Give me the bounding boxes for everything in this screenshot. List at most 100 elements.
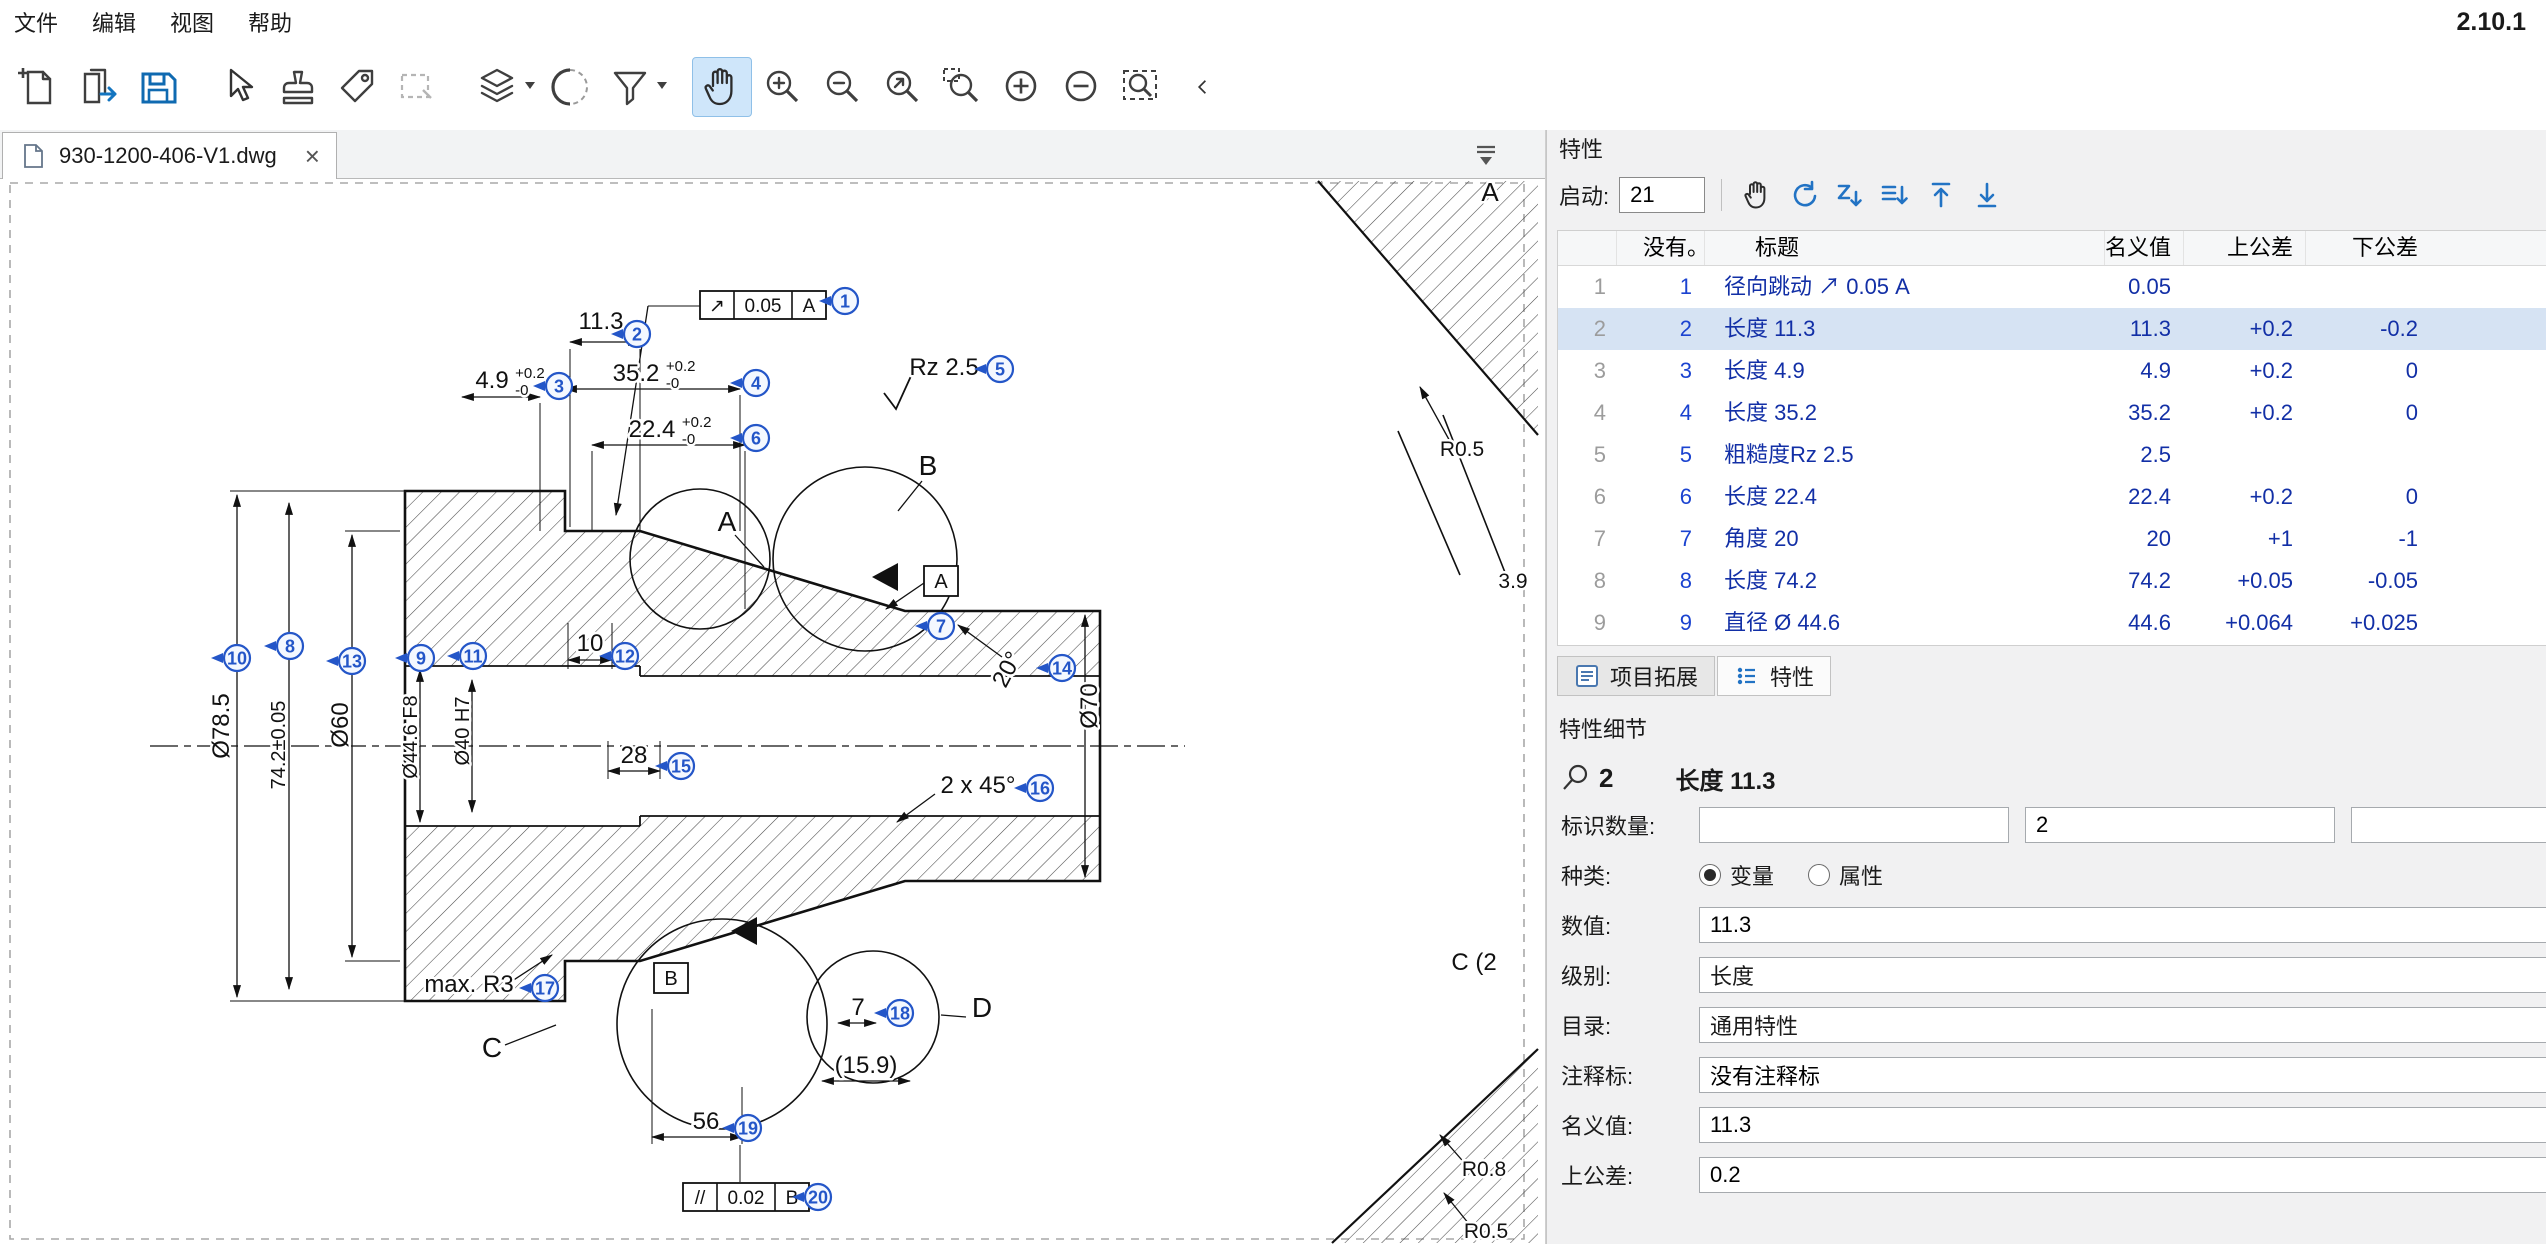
balloon-12[interactable]: 12: [599, 641, 640, 671]
document-tab-close-button[interactable]: ×: [304, 141, 320, 171]
tag-tool-button[interactable]: [328, 57, 388, 117]
toolbar-collapse-button[interactable]: [1172, 57, 1232, 117]
svg-text:Ø70: Ø70: [1076, 683, 1103, 728]
balloon-15[interactable]: 15: [655, 751, 696, 781]
pan-hand-button[interactable]: [692, 57, 752, 117]
panel-tab-project-extension[interactable]: 项目拓展: [1557, 656, 1716, 696]
zoom-in-button[interactable]: [752, 57, 812, 117]
balloon-11[interactable]: 11: [447, 641, 488, 671]
class-select[interactable]: 长度: [1699, 957, 2546, 993]
panel-splitter[interactable]: [1545, 130, 1546, 1244]
column-header-1[interactable]: 没有。: [1616, 231, 1709, 265]
balloon-2[interactable]: 2: [611, 319, 652, 349]
document-tab-title: 930-1200-406-V1.dwg: [59, 143, 277, 168]
new-document-button[interactable]: [8, 57, 68, 117]
upper-tolerance-input[interactable]: [1699, 1157, 2546, 1193]
upper-tolerance: [2183, 266, 2305, 308]
balloon-17[interactable]: 17: [519, 973, 560, 1003]
zsort-tool-icon[interactable]: [1830, 176, 1868, 214]
balloon-4[interactable]: 4: [730, 368, 771, 398]
start-input[interactable]: [1619, 177, 1706, 213]
shrink-button[interactable]: [1052, 57, 1112, 117]
menu-item-2[interactable]: 编辑: [92, 11, 137, 36]
kind-radio-variable[interactable]: 变量: [1699, 859, 1774, 891]
enlarge-button[interactable]: [992, 57, 1052, 117]
balloon-18[interactable]: 18: [874, 998, 915, 1028]
select-cursor-button[interactable]: [208, 57, 268, 117]
balloon-1[interactable]: 1: [819, 286, 860, 316]
balloon-20[interactable]: 20: [792, 1182, 833, 1212]
balloon-9[interactable]: 9: [395, 643, 436, 673]
hand-tool-icon[interactable]: [1738, 176, 1776, 214]
balloon-7[interactable]: 7: [915, 611, 956, 641]
balloon-6[interactable]: 6: [730, 423, 771, 453]
balloon-13[interactable]: 13: [326, 646, 367, 676]
upper-tolerance: +0.2: [2249, 400, 2293, 425]
zoom-extents-button[interactable]: [872, 57, 932, 117]
menu-item-3[interactable]: 视图: [170, 11, 215, 36]
column-header-3[interactable]: 名义值: [2104, 231, 2183, 265]
column-header-2[interactable]: 标题: [1704, 231, 2104, 265]
stamp-tool-button[interactable]: [268, 57, 328, 117]
nominal-input[interactable]: [1699, 1107, 2546, 1143]
id-count-input-2[interactable]: [2025, 807, 2335, 843]
kind-radio-attribute[interactable]: 属性: [1808, 859, 1883, 891]
engineering-drawing: ↗0.05A//0.02B AB 11.34.9+0.2-035.2+0.2-0…: [9, 179, 1539, 1244]
zoom-selection-button[interactable]: [1112, 57, 1172, 117]
arc-tool-button[interactable]: [540, 57, 600, 117]
balloon-14[interactable]: 14: [1036, 653, 1077, 683]
layers-button[interactable]: [468, 57, 535, 117]
rotate-tool-icon[interactable]: [1784, 176, 1822, 214]
value-input[interactable]: [1699, 907, 2546, 943]
column-header-5[interactable]: 下公差: [2305, 231, 2430, 265]
dropdown-chevron-icon[interactable]: [525, 82, 535, 94]
panel-tab-properties[interactable]: 特性: [1717, 656, 1832, 696]
balloon-16[interactable]: 16: [1014, 773, 1055, 803]
id-count-input-1[interactable]: [1699, 807, 2009, 843]
row-index: 3: [1593, 358, 1606, 383]
note-input[interactable]: [1699, 1057, 2546, 1093]
zoom-window-button[interactable]: [932, 57, 992, 117]
balloon-5[interactable]: 5: [974, 354, 1015, 384]
svg-text:17: 17: [535, 979, 555, 999]
zoom-out-button[interactable]: [812, 57, 872, 117]
nominal-value: 4.9: [2140, 358, 2171, 383]
menu-item-4[interactable]: 帮助: [248, 11, 293, 36]
open-document-button[interactable]: [68, 57, 128, 117]
filter-button[interactable]: [600, 57, 667, 117]
balloon-19[interactable]: 19: [722, 1113, 763, 1143]
work-area: 930-1200-406-V1.dwg ×: [0, 130, 2546, 1244]
characteristic-title: 长度 11.3: [1724, 316, 1816, 341]
details-panel-title: 特性细节: [1559, 717, 1648, 742]
svg-text:10: 10: [227, 649, 247, 669]
sendup-tool-icon[interactable]: [1922, 176, 1960, 214]
id-count-input-3[interactable]: [2351, 807, 2546, 843]
catalog-select[interactable]: 通用特性: [1699, 1007, 2546, 1043]
balloon-3[interactable]: 3: [533, 371, 574, 401]
characteristic-title: 角度 20: [1724, 526, 1799, 551]
tab-strip-menu-icon[interactable]: [1471, 139, 1501, 169]
svg-text://: //: [695, 1188, 706, 1209]
balloon-8[interactable]: 8: [264, 631, 305, 661]
senddown-tool-icon[interactable]: [1968, 176, 2006, 214]
document-tab[interactable]: 930-1200-406-V1.dwg ×: [2, 132, 337, 179]
save-button[interactable]: [128, 57, 188, 117]
balloon-10[interactable]: 10: [211, 643, 252, 673]
dropdown-chevron-icon[interactable]: [657, 82, 667, 94]
listsort-tool-icon[interactable]: [1876, 176, 1914, 214]
column-header-4[interactable]: 上公差: [2183, 231, 2305, 265]
menu-item-1[interactable]: 文件: [14, 11, 59, 36]
svg-text:C (2: C (2: [1451, 949, 1496, 976]
